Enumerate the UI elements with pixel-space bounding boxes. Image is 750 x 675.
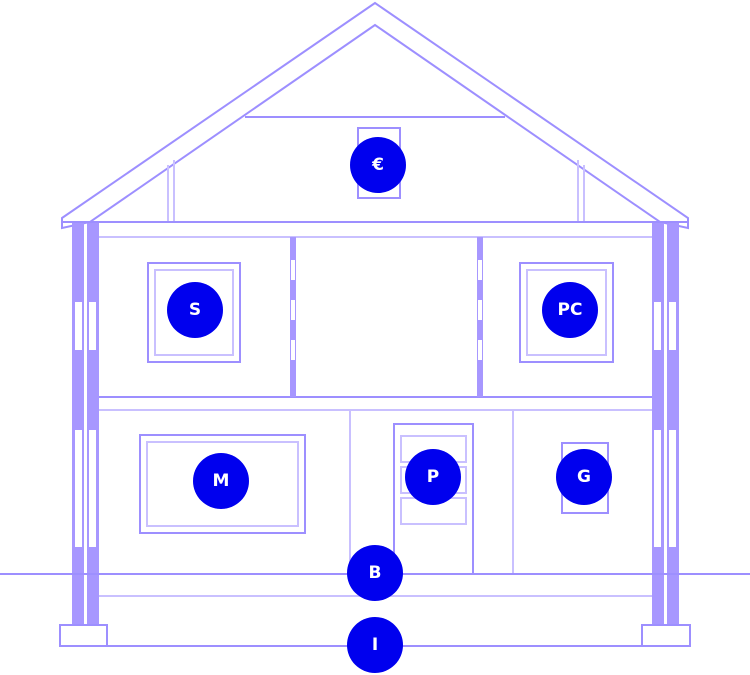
marker-label: P bbox=[427, 467, 439, 487]
marker-bedroom-left[interactable]: S bbox=[167, 282, 223, 338]
marker-circle bbox=[542, 282, 598, 338]
marker-circle bbox=[167, 282, 223, 338]
marker-label: M bbox=[213, 471, 230, 491]
marker-circle bbox=[350, 137, 406, 193]
marker-ground-floor[interactable]: B bbox=[347, 545, 403, 601]
walls bbox=[62, 221, 688, 625]
marker-circle bbox=[193, 453, 249, 509]
marker-front-door[interactable]: P bbox=[405, 449, 461, 505]
roof bbox=[61, 1, 689, 230]
marker-circle bbox=[556, 449, 612, 505]
marker-small-window[interactable]: G bbox=[556, 449, 612, 505]
marker-foundation[interactable]: I bbox=[347, 617, 403, 673]
marker-label: € bbox=[371, 155, 384, 175]
marker-circle bbox=[405, 449, 461, 505]
marker-label: G bbox=[577, 467, 591, 487]
marker-circle bbox=[347, 617, 403, 673]
marker-label: I bbox=[372, 635, 378, 655]
marker-label: PC bbox=[558, 300, 583, 320]
marker-label: S bbox=[189, 300, 201, 320]
marker-label: B bbox=[369, 563, 382, 583]
marker-living-room-window[interactable]: M bbox=[193, 453, 249, 509]
marker-bedroom-right[interactable]: PC bbox=[542, 282, 598, 338]
marker-attic[interactable]: € bbox=[350, 137, 406, 193]
marker-circle bbox=[347, 545, 403, 601]
markers: € S PC M P G B I bbox=[167, 137, 612, 673]
